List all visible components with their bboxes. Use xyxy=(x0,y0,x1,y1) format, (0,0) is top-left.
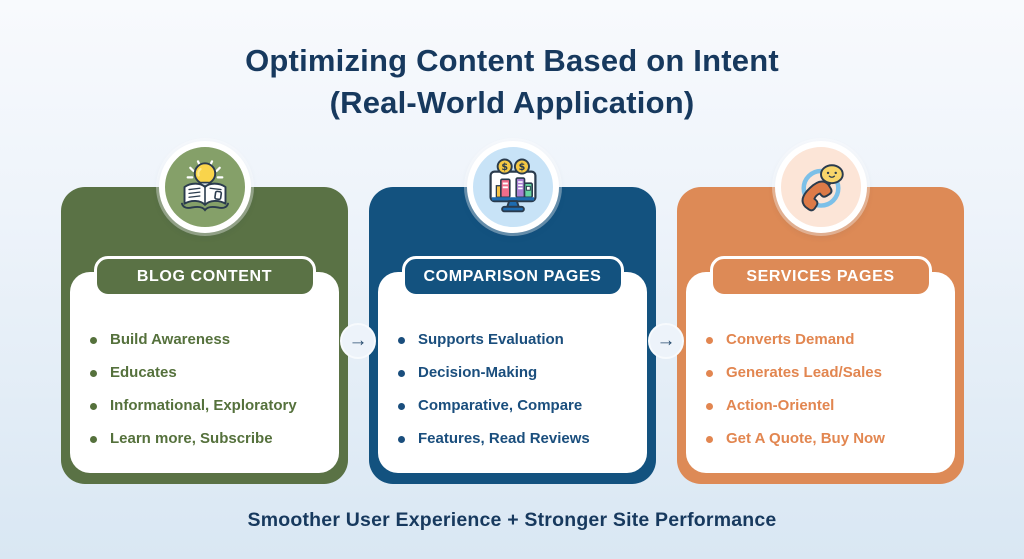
blog-content-title-badge: BLOG CONTENT xyxy=(93,256,316,297)
list-item: Supports Evaluation xyxy=(398,330,647,350)
services-pages-panel: Converts Demand Generates Lead/Sales Act… xyxy=(686,272,955,473)
list-item-label: Educates xyxy=(110,364,177,381)
bullet-dot xyxy=(398,403,405,410)
bullet-dot xyxy=(90,403,97,410)
list-item: Converts Demand xyxy=(706,330,955,350)
blog-content-panel: Build Awareness Educates Informational, … xyxy=(70,272,339,473)
comparison-pages-list: Supports Evaluation Decision-Making Comp… xyxy=(378,272,647,449)
bullet-dot xyxy=(706,370,713,377)
list-item-label: Build Awareness xyxy=(110,331,231,348)
list-item-label: Learn more, Subscribe xyxy=(110,430,273,447)
bullet-dot xyxy=(90,436,97,443)
list-item: Features, Read Reviews xyxy=(398,429,647,449)
phone-chat-icon xyxy=(800,164,844,212)
list-item: Get A Quote, Buy Now xyxy=(706,429,955,449)
arrow-circle-1: → xyxy=(340,323,376,359)
list-item-label: Action-Orientel xyxy=(726,397,835,414)
list-item: Action-Orientel xyxy=(706,396,955,416)
lightbulb-book-icon xyxy=(180,160,229,212)
arrow-circle-2: → xyxy=(648,323,684,359)
list-item: Learn more, Subscribe xyxy=(90,429,339,449)
list-item-label: Comparative, Compare xyxy=(418,397,583,414)
list-item: Educates xyxy=(90,363,339,383)
bullet-dot xyxy=(398,337,405,344)
arrow-right-icon: → xyxy=(656,330,676,351)
list-item: Informational, Exploratory xyxy=(90,396,339,416)
list-item: Build Awareness xyxy=(90,330,339,350)
monitor-comparison-icon: $ $ xyxy=(488,158,537,213)
list-item-label: Get A Quote, Buy Now xyxy=(726,430,885,447)
bullet-dot xyxy=(90,337,97,344)
bullet-dot xyxy=(706,436,713,443)
page-title-line1: Optimizing Content Based on Intent xyxy=(245,43,779,78)
comparison-pages-icon-circle: $ $ xyxy=(466,141,559,233)
services-pages-icon-circle xyxy=(774,141,867,233)
card-services-pages: SERVICES PAGES Converts Demand Generates… xyxy=(677,141,964,484)
comparison-pages-panel: Supports Evaluation Decision-Making Comp… xyxy=(378,272,647,473)
list-item-label: Generates Lead/Sales xyxy=(726,364,882,381)
list-item-label: Features, Read Reviews xyxy=(418,430,590,447)
bullet-dot xyxy=(398,436,405,443)
card-comparison-pages: $ $ COMPARISON PAGES Supports Evaluation… xyxy=(369,141,656,484)
page-title: Optimizing Content Based on Intent (Real… xyxy=(0,40,1024,124)
card-blog-content: BLOG CONTENT Build Awareness Educates In… xyxy=(61,141,348,484)
bullet-dot xyxy=(90,370,97,377)
list-item-label: Informational, Exploratory xyxy=(110,397,297,414)
services-pages-title-badge: SERVICES PAGES xyxy=(709,256,932,297)
bullet-dot xyxy=(706,337,713,344)
comparison-pages-title-badge: COMPARISON PAGES xyxy=(401,256,624,297)
arrow-right-icon: → xyxy=(348,330,368,351)
svg-text:$: $ xyxy=(518,162,525,173)
svg-text:$: $ xyxy=(501,162,508,173)
list-item: Decision-Making xyxy=(398,363,647,383)
list-item: Comparative, Compare xyxy=(398,396,647,416)
blog-content-list: Build Awareness Educates Informational, … xyxy=(70,272,339,449)
page-title-line2: (Real-World Application) xyxy=(329,85,695,120)
bullet-dot xyxy=(398,370,405,377)
list-item-label: Supports Evaluation xyxy=(418,331,564,348)
blog-content-icon-circle xyxy=(158,141,251,233)
bullet-dot xyxy=(706,403,713,410)
list-item-label: Converts Demand xyxy=(726,331,855,348)
list-item-label: Decision-Making xyxy=(418,364,538,381)
services-pages-list: Converts Demand Generates Lead/Sales Act… xyxy=(686,272,955,449)
list-item: Generates Lead/Sales xyxy=(706,363,955,383)
footer-text: Smoother User Experience + Stronger Site… xyxy=(247,509,777,531)
